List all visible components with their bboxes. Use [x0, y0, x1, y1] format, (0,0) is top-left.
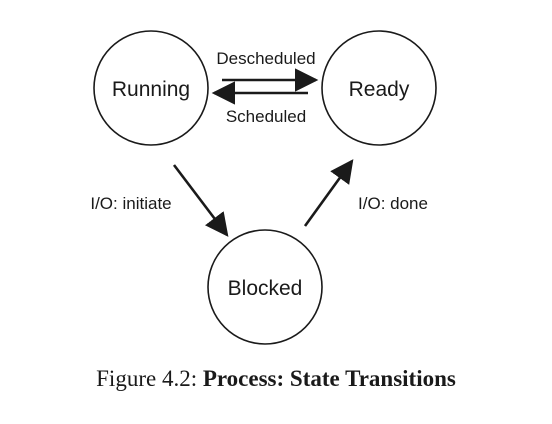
node-ready-circle	[321, 30, 437, 146]
edge-io-done-label: I/O: done	[358, 194, 428, 213]
edge-io-initiate-arrow	[172, 164, 229, 237]
node-blocked-label: Blocked	[228, 277, 303, 300]
node-running-label: Running	[112, 78, 190, 101]
edge-scheduled-label: Scheduled	[226, 107, 306, 126]
figure-caption: Figure 4.2: Process: State Transitions	[0, 366, 552, 392]
node-running-circle	[93, 30, 209, 146]
node-ready: Ready	[321, 30, 437, 146]
node-ready-label: Ready	[349, 78, 410, 101]
figure-caption-prefix: Figure 4.2:	[96, 366, 198, 391]
edge-io-done-arrow	[303, 159, 354, 227]
node-running: Running	[93, 30, 209, 146]
node-blocked: Blocked	[207, 229, 323, 345]
edge-io-initiate-label: I/O: initiate	[90, 194, 171, 213]
figure-caption-title: Process: State Transitions	[202, 366, 456, 391]
edge-descheduled-label: Descheduled	[216, 49, 315, 68]
node-blocked-circle	[207, 229, 323, 345]
